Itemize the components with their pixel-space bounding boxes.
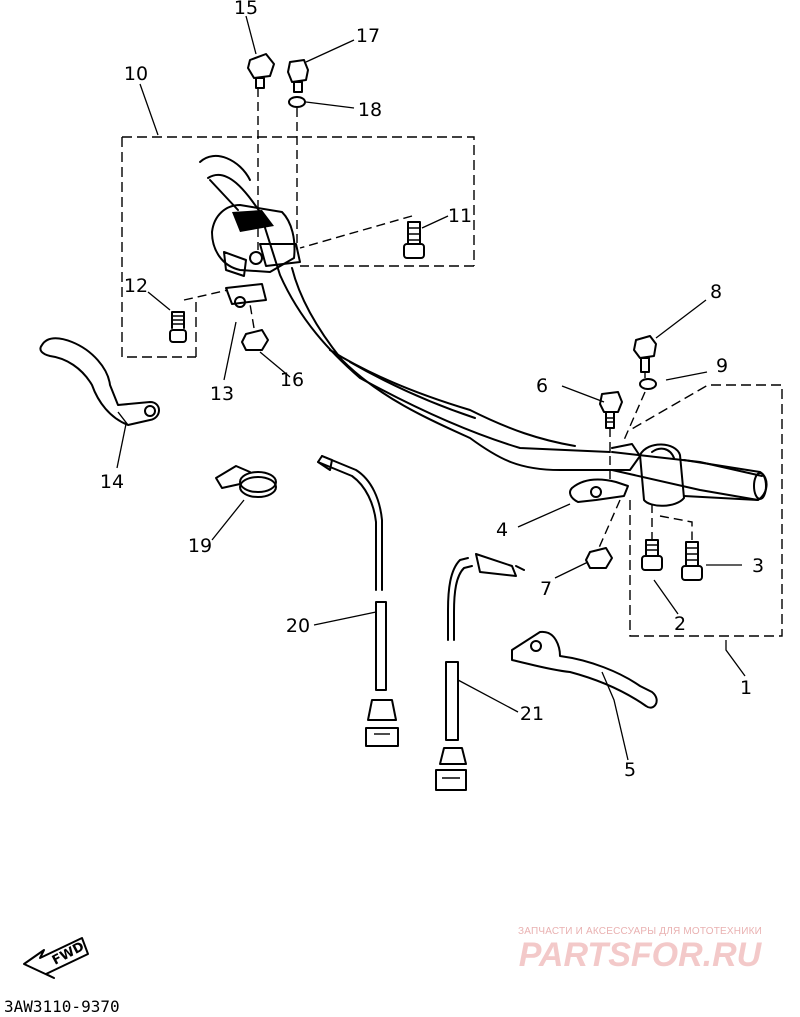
bolt-6: [599, 391, 623, 429]
washer-18: [288, 96, 306, 108]
screw-11: [403, 221, 425, 259]
callout-1: 1: [740, 677, 752, 699]
watermark: ЗАПЧАСТИ И АКСЕССУАРЫ ДЛЯ МОТОТЕХНИКИ PA…: [518, 926, 763, 974]
group-1-box: [629, 384, 783, 637]
handlebar: [199, 155, 763, 501]
right-grip-switch: [611, 443, 768, 507]
callout-7: 7: [540, 578, 552, 600]
callout-6: 6: [536, 375, 548, 397]
callout-14: 14: [100, 471, 124, 493]
left-switch-housing: [211, 204, 301, 308]
callout-16: 16: [280, 369, 304, 391]
washer-9: [639, 378, 657, 390]
callout-9: 9: [716, 355, 728, 377]
group-10-box: [121, 136, 475, 358]
screw-2: [641, 539, 663, 571]
callout-21: 21: [520, 703, 544, 725]
callout-17: 17: [356, 25, 380, 47]
callout-3: 3: [752, 555, 764, 577]
drawing-code: 3AW3110-9370: [4, 997, 120, 1016]
callout-19: 19: [188, 535, 212, 557]
lever-5: [511, 630, 658, 709]
screw-12: [169, 311, 187, 343]
callout-15: 15: [234, 0, 258, 19]
leader-lines: [116, 15, 746, 761]
connection-lines: [183, 88, 693, 551]
nut-16: [241, 329, 269, 351]
watermark-tagline: ЗАПЧАСТИ И АКСЕССУАРЫ ДЛЯ МОТОТЕХНИКИ: [518, 926, 762, 937]
callout-11: 11: [448, 205, 472, 227]
screw-3: [681, 541, 703, 581]
callout-8: 8: [710, 281, 722, 303]
callout-18: 18: [358, 99, 382, 121]
bolt-17: [287, 59, 309, 93]
watermark-brand: PARTSFOR.RU: [519, 936, 763, 974]
bolt-15: [247, 53, 275, 89]
callout-10: 10: [124, 63, 148, 85]
nut-7: [585, 547, 613, 569]
bracket-4: [569, 478, 629, 503]
lever-14: [39, 337, 160, 426]
callout-4: 4: [496, 519, 508, 541]
callout-12: 12: [124, 275, 148, 297]
callout-13: 13: [210, 383, 234, 405]
callout-5: 5: [624, 759, 636, 781]
wire-20: [317, 455, 399, 747]
bolt-8: [633, 335, 657, 373]
wire-21: [435, 553, 525, 791]
clamp-19: [215, 465, 277, 498]
callout-2: 2: [674, 613, 686, 635]
callout-labels: 1 2 3 4 5 6 7 8 9 10 11 12 13 14 15 16 1…: [100, 0, 764, 781]
fwd-arrow: FWD: [23, 937, 89, 979]
callout-20: 20: [286, 615, 310, 637]
